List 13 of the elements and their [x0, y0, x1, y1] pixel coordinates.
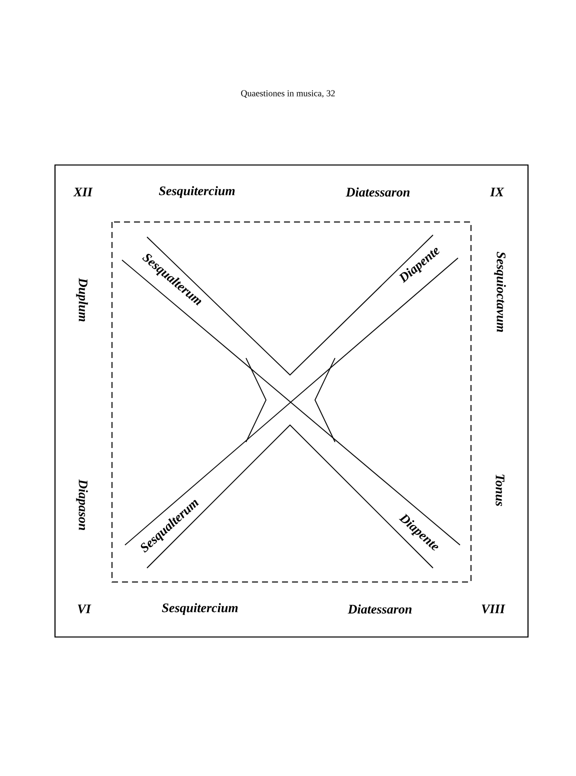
roman-numeral: XII: [73, 188, 93, 196]
roman-numeral: VIII: [482, 604, 506, 614]
interval-label: Diapason: [76, 479, 88, 530]
interval-label: Diatessaron: [346, 187, 410, 197]
roman-numeral: IX: [490, 188, 504, 196]
title: Quaestiones in musica, 32: [241, 90, 335, 98]
ratio-label: Sesquioctavum: [494, 252, 506, 332]
ratio-label: Sesquitercium: [158, 186, 235, 198]
interval-label: Tonus: [496, 474, 504, 506]
interval-label: Diatessaron: [348, 604, 412, 614]
roman-numeral: VI: [78, 604, 92, 614]
ratio-label: Sesquitercium: [162, 603, 238, 615]
ratio-label: Duplum: [76, 278, 88, 322]
